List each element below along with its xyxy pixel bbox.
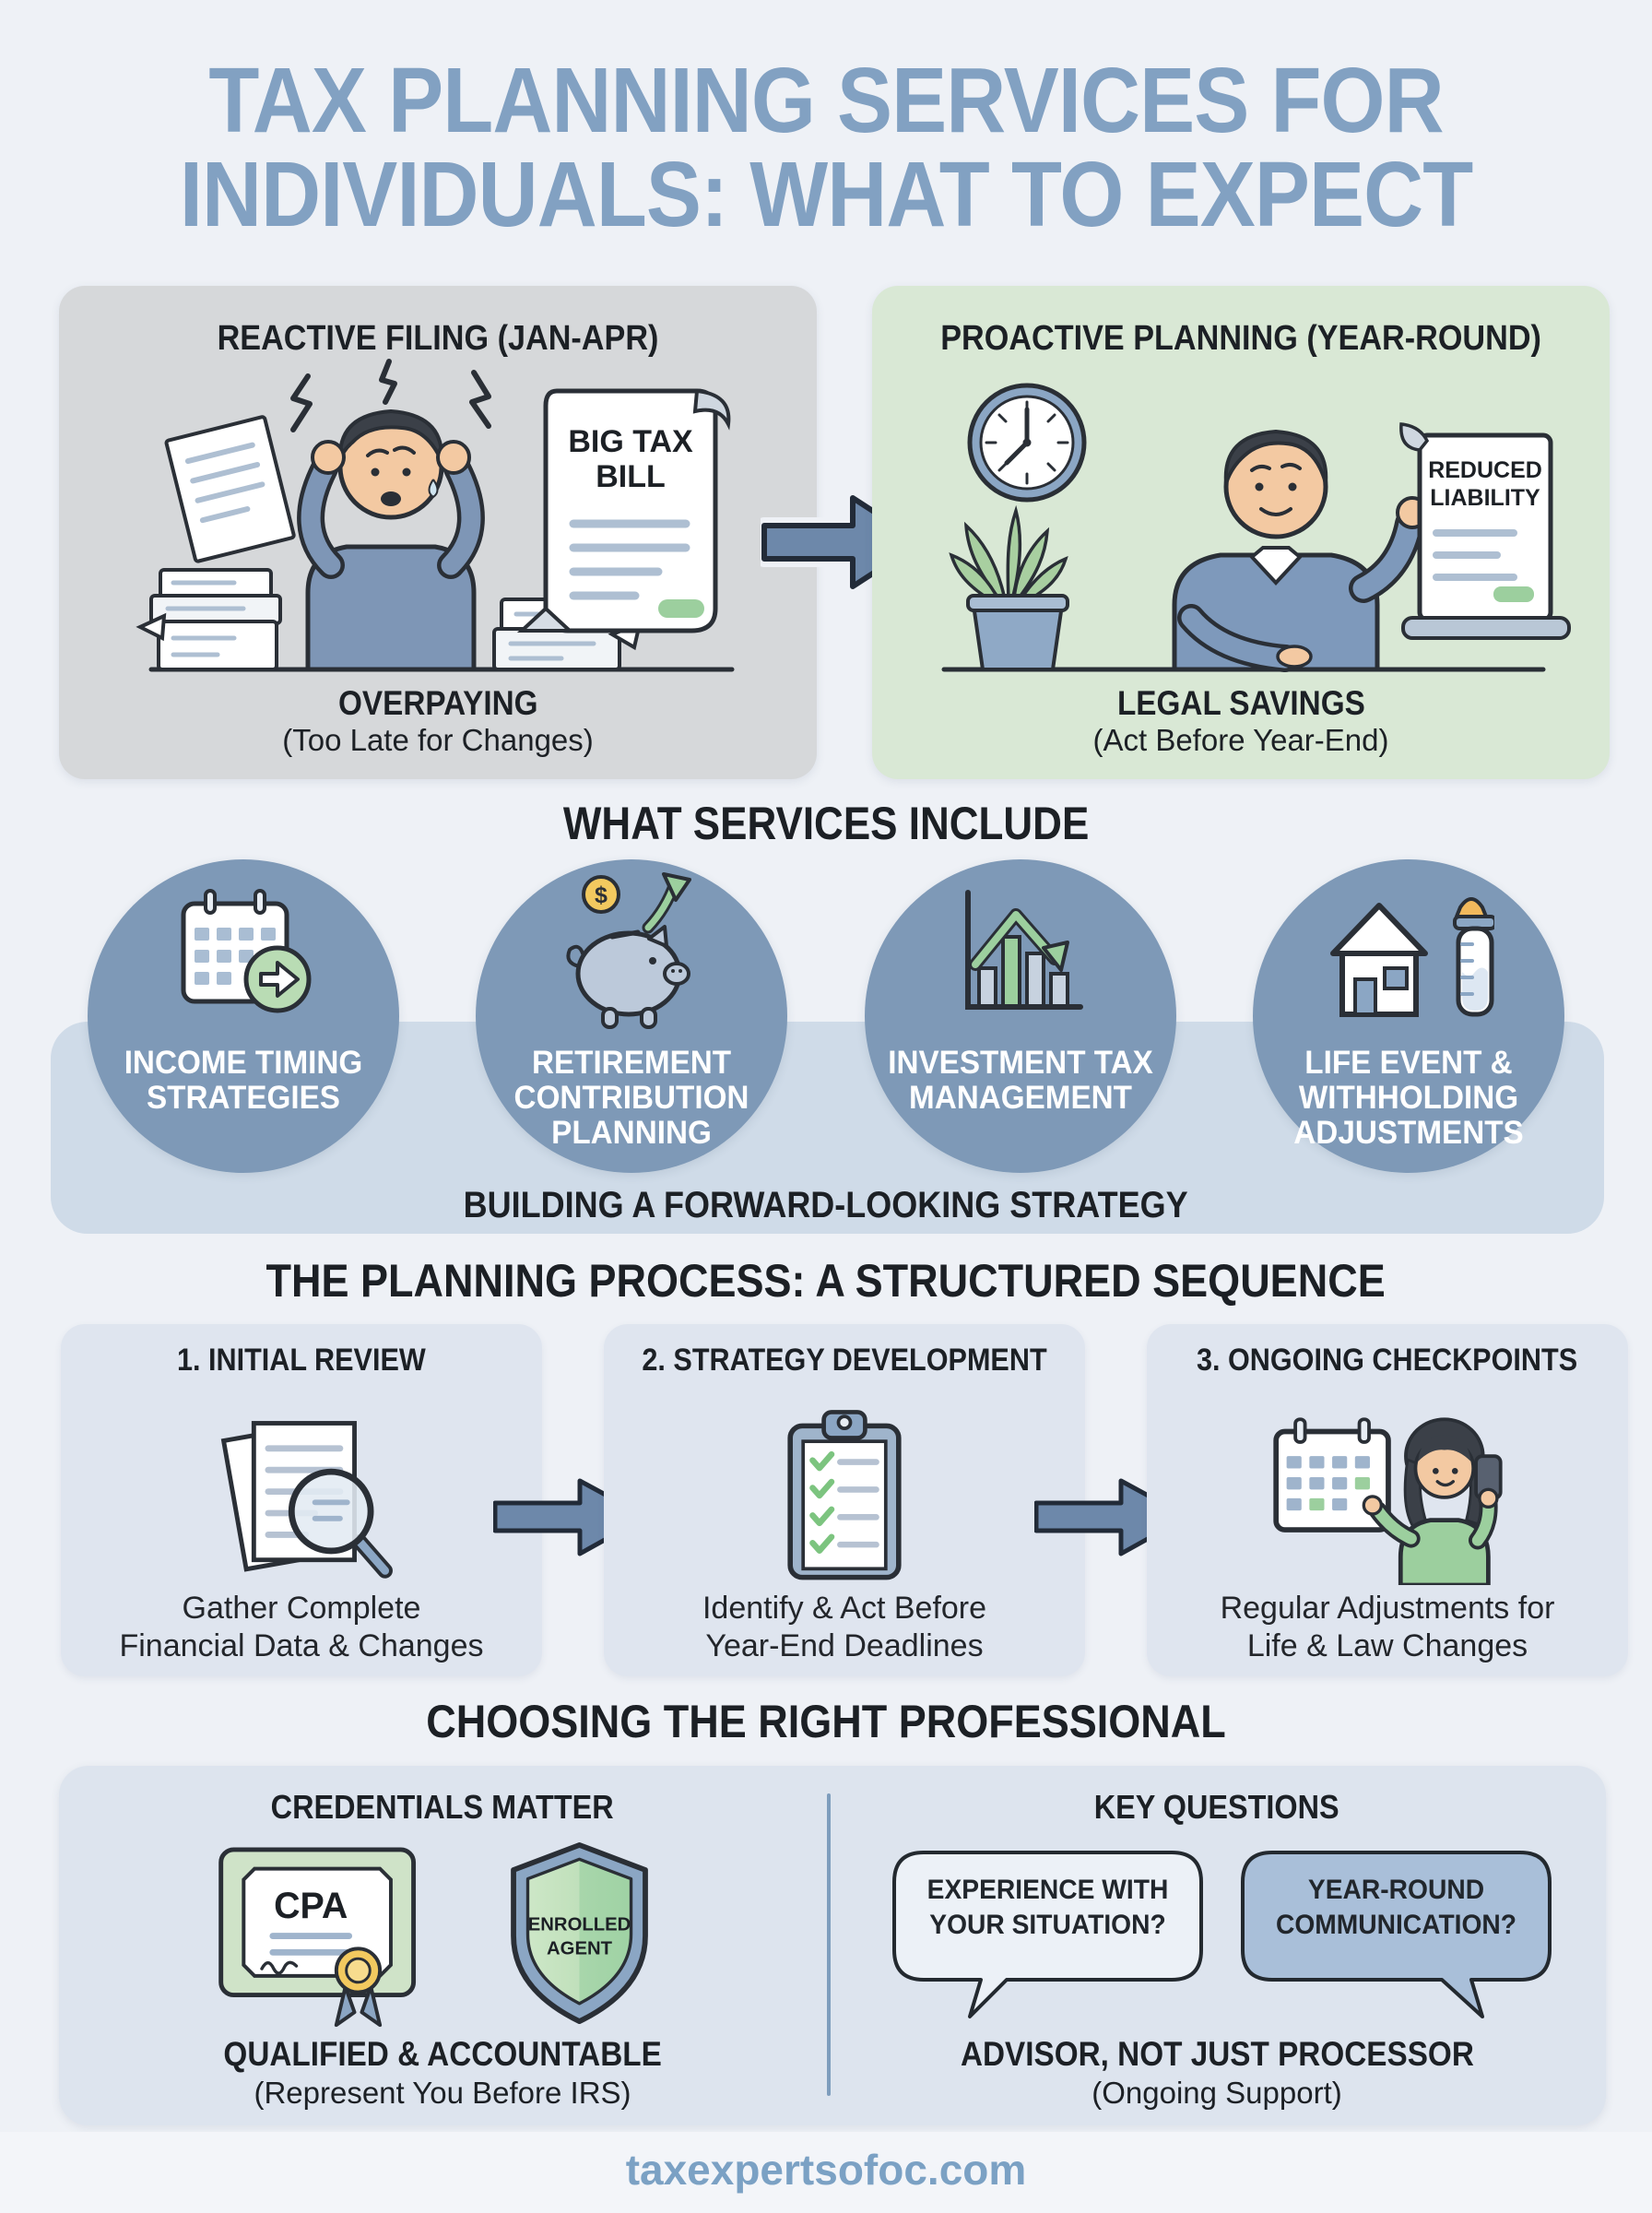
step-title: 1. INITIAL REVIEW bbox=[177, 1343, 426, 1378]
piggy-bank-growth-icon: $ bbox=[566, 872, 691, 1029]
cpa-label: CPA bbox=[274, 1886, 348, 1926]
credentials-subcaption: (Represent You Before IRS) bbox=[254, 2076, 631, 2110]
footer-strip bbox=[0, 2132, 1652, 2213]
service-label: LIFE EVENT & WITHHOLDING ADJUSTMENTS bbox=[1293, 1045, 1524, 1151]
wall-clock-icon bbox=[967, 383, 1087, 503]
services-heading: WHAT SERVICES INCLUDE bbox=[562, 798, 1090, 849]
service-investment-tax: INVESTMENT TAX MANAGEMENT bbox=[865, 859, 1176, 1173]
speech-bubble-icon bbox=[1241, 1851, 1552, 2018]
proactive-heading: PROACTIVE PLANNING (YEAR-ROUND) bbox=[940, 319, 1541, 358]
shield-label-line2: AGENT bbox=[547, 1939, 613, 1959]
panel-proactive-planning: PROACTIVE PLANNING (YEAR-ROUND) bbox=[872, 286, 1610, 779]
service-label: RETIREMENT CONTRIBUTION PLANNING bbox=[513, 1045, 749, 1151]
bubble-label: YEAR-ROUND COMMUNICATION? bbox=[1275, 1875, 1517, 1940]
step-caption: Regular Adjustments for Life & Law Chang… bbox=[1220, 1591, 1555, 1663]
house-baby-bottle-icon bbox=[1330, 897, 1494, 1017]
big-tax-label-line1: BIG TAX bbox=[568, 424, 693, 459]
calm-man-illustration bbox=[1172, 429, 1429, 672]
bar-chart-trend-icon bbox=[965, 890, 1083, 1010]
proactive-subcaption: (Act Before Year-End) bbox=[1092, 723, 1389, 757]
step-caption: Identify & Act Before Year-End Deadlines bbox=[702, 1591, 987, 1663]
shield-label-line1: ENROLLED bbox=[528, 1915, 631, 1935]
panel-reactive-filing: REACTIVE FILING (JAN-APR) bbox=[59, 286, 817, 779]
reduced-liability-document: REDUCED LIABILITY bbox=[1399, 422, 1571, 640]
bubble-label: EXPERIENCE WITH YOUR SITUATION? bbox=[926, 1875, 1169, 1940]
enrolled-agent-shield-icon: ENROLLED AGENT bbox=[511, 1842, 648, 2025]
page-title: TAX PLANNING SERVICES FOR INDIVIDUALS: W… bbox=[0, 53, 1652, 242]
checklist-clipboard-icon bbox=[787, 1410, 902, 1580]
potted-plant-icon bbox=[949, 504, 1069, 671]
calendar-forward-icon bbox=[181, 889, 312, 1013]
reactive-subcaption: (Too Late for Changes) bbox=[282, 723, 594, 757]
questions-subcaption: (Ongoing Support) bbox=[1092, 2076, 1342, 2110]
big-tax-bill-document: BIG TAX BILL bbox=[516, 388, 731, 633]
question-bubble-experience: EXPERIENCE WITH YOUR SITUATION? bbox=[889, 1847, 1207, 2022]
service-label: INCOME TIMING STRATEGIES bbox=[124, 1045, 363, 1116]
service-retirement: $ RETIREMENT CONTRIBUTION PLANNING bbox=[476, 859, 787, 1173]
questions-caption: ADVISOR, NOT JUST PROCESSOR bbox=[960, 2035, 1474, 2073]
page-title-line1: TAX PLANNING SERVICES FOR bbox=[208, 49, 1444, 152]
stressed-man-illustration bbox=[297, 408, 485, 672]
question-bubble-communication: YEAR-ROUND COMMUNICATION? bbox=[1237, 1847, 1555, 2022]
professional-heading: CHOOSING THE RIGHT PROFESSIONAL bbox=[426, 1696, 1226, 1747]
svg-text:$: $ bbox=[595, 882, 608, 908]
proactive-caption: LEGAL SAVINGS bbox=[1116, 684, 1365, 722]
step-title: 2. STRATEGY DEVELOPMENT bbox=[642, 1343, 1047, 1378]
credentials-heading: CREDENTIALS MATTER bbox=[270, 1788, 614, 1826]
step-caption: Gather Complete Financial Data & Changes bbox=[119, 1591, 484, 1663]
professional-panel: CREDENTIALS MATTER CPA ENROLLED AGENT bbox=[59, 1766, 1606, 2125]
page-title-line2: INDIVIDUALS: WHAT TO EXPECT bbox=[179, 143, 1473, 246]
column-divider bbox=[827, 1793, 831, 2096]
services-caption: BUILDING A FORWARD-LOOKING STRATEGY bbox=[464, 1185, 1188, 1225]
cpa-certificate-icon: CPA bbox=[218, 1847, 417, 2028]
questions-heading: KEY QUESTIONS bbox=[1094, 1788, 1339, 1826]
speech-bubble-icon bbox=[892, 1851, 1203, 2018]
service-income-timing: INCOME TIMING STRATEGIES bbox=[88, 859, 399, 1173]
stressed-taxpayer-illustration: BIG TAX BILL bbox=[136, 359, 735, 672]
process-step-ongoing-checkpoints: 3. ONGOING CHECKPOINTS bbox=[1147, 1324, 1628, 1676]
process-step-strategy-development: 2. STRATEGY DEVELOPMENT Identify & Act B… bbox=[604, 1324, 1085, 1676]
process-step-initial-review: 1. INITIAL REVIEW Gather Complete Financ… bbox=[61, 1324, 542, 1676]
reactive-caption: OVERPAYING bbox=[337, 684, 538, 722]
website-url: taxexpertsofoc.com bbox=[625, 2146, 1027, 2194]
big-tax-label-line2: BILL bbox=[596, 459, 666, 494]
calm-planner-illustration: REDUCED LIABILITY bbox=[941, 383, 1571, 672]
stress-bolts-icon bbox=[290, 359, 491, 432]
credentials-caption: QUALIFIED & ACCOUNTABLE bbox=[223, 2035, 662, 2073]
reduced-label-line2: LIABILITY bbox=[1430, 485, 1540, 511]
service-label: INVESTMENT TAX MANAGEMENT bbox=[888, 1045, 1153, 1116]
reactive-heading: REACTIVE FILING (JAN-APR) bbox=[217, 319, 659, 358]
step-title: 3. ONGOING CHECKPOINTS bbox=[1197, 1343, 1578, 1378]
service-life-event: LIFE EVENT & WITHHOLDING ADJUSTMENTS bbox=[1253, 859, 1564, 1173]
documents-magnifier-icon bbox=[220, 1421, 393, 1579]
calendar-person-phone-icon bbox=[1273, 1417, 1503, 1585]
reduced-label-line1: REDUCED bbox=[1428, 457, 1542, 483]
flying-paper-icon bbox=[164, 415, 296, 563]
process-heading: THE PLANNING PROCESS: A STRUCTURED SEQUE… bbox=[266, 1255, 1386, 1307]
